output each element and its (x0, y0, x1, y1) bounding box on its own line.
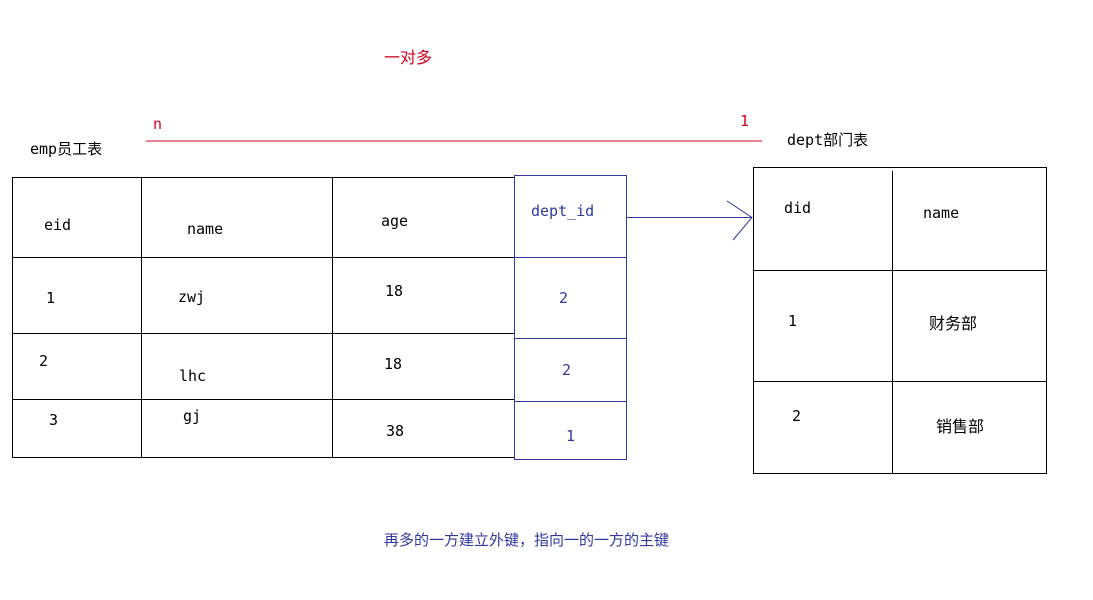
fk-cell: 2 (559, 289, 569, 307)
emp-cell: gj (183, 407, 202, 425)
emp-cell: 2 (39, 352, 49, 370)
fk-arrow (627, 200, 753, 241)
emp-cell: 3 (49, 411, 59, 429)
dept-table-border (753, 167, 1047, 474)
fk-header-dept-id: dept_id (531, 202, 595, 220)
dept-cell: 销售部 (936, 417, 985, 436)
emp-cell: 38 (386, 422, 405, 440)
emp-cell: 18 (385, 282, 404, 300)
cardinality-one: 1 (740, 112, 750, 130)
diagram-title: 一对多 (384, 48, 433, 67)
fk-note: 再多的一方建立外键，指向一的一方的主键 (384, 531, 670, 549)
emp-header-eid: eid (44, 216, 72, 234)
dept-header-name: name (923, 204, 960, 222)
fk-cell: 2 (562, 361, 572, 379)
dept-cell: 2 (792, 407, 802, 425)
emp-header-name: name (187, 220, 224, 238)
cardinality-many: n (153, 115, 163, 133)
dept-cell: 财务部 (929, 314, 978, 333)
emp-cell: zwj (178, 288, 206, 306)
fk-column-border (514, 175, 627, 460)
emp-table-border (12, 177, 515, 458)
dept-table-label: dept部门表 (787, 131, 869, 149)
emp-cell: 18 (384, 355, 403, 373)
emp-header-age: age (381, 212, 409, 230)
emp-table-label: emp员工表 (30, 140, 103, 158)
dept-header-did: did (784, 199, 812, 217)
emp-cell: 1 (46, 289, 56, 307)
dept-cell: 1 (788, 312, 798, 330)
emp-cell: lhc (179, 367, 207, 385)
fk-cell: 1 (566, 427, 576, 445)
